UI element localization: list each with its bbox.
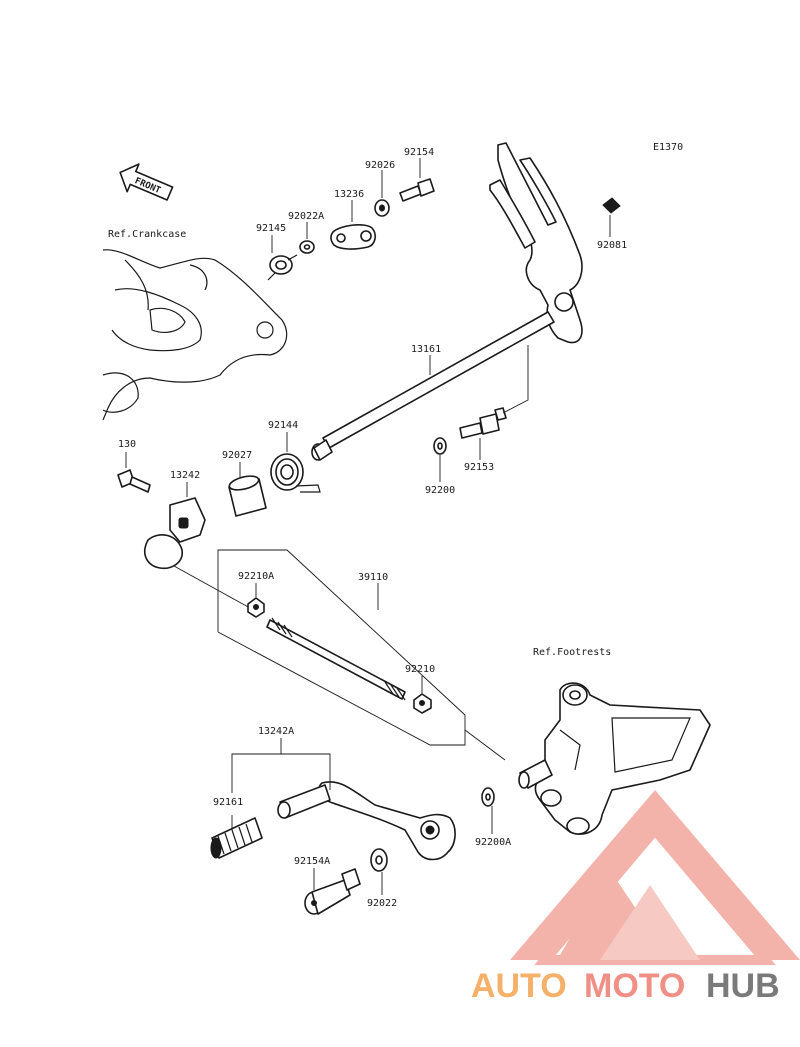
ref-crankcase: Ref.Crankcase (108, 229, 186, 240)
crankcase-outline (102, 249, 288, 421)
svg-text:92026: 92026 (365, 160, 395, 171)
svg-text:92161: 92161 (213, 797, 243, 808)
svg-text:92027: 92027 (222, 450, 252, 461)
part-92154: 92154 (399, 147, 435, 202)
shift-arm (489, 142, 583, 344)
svg-text:13242A: 13242A (258, 726, 294, 737)
part-92022: 92022 (367, 848, 397, 909)
svg-text:92154: 92154 (404, 147, 434, 158)
svg-text:130: 130 (118, 439, 136, 450)
svg-text:92210A: 92210A (238, 571, 274, 582)
diagram-code: E1370 (653, 142, 683, 153)
part-13236: 13236 (330, 189, 377, 250)
ref-footrests: Ref.Footrests (533, 647, 611, 658)
svg-text:92200A: 92200A (475, 837, 511, 848)
svg-text:92153: 92153 (464, 462, 494, 473)
svg-text:92144: 92144 (268, 420, 298, 431)
svg-text:92022A: 92022A (288, 211, 324, 222)
watermark-text: AUTO MOTO HUB (471, 967, 780, 1005)
part-13161: 13161 (311, 311, 555, 461)
part-92027: 92027 (222, 450, 267, 517)
svg-text:13242: 13242 (170, 470, 200, 481)
part-92026: 92026 (365, 160, 395, 217)
svg-text:HUB: HUB (706, 967, 780, 1005)
part-130: 130 (117, 439, 151, 493)
svg-text:92200: 92200 (425, 485, 455, 496)
svg-text:39110: 39110 (358, 572, 388, 583)
svg-text:13236: 13236 (334, 189, 364, 200)
part-92153: 92153 (459, 345, 529, 473)
part-92145: 92145 (256, 223, 298, 281)
svg-text:92081: 92081 (597, 240, 627, 251)
part-92081: 92081 (597, 197, 627, 251)
part-13242: 13242 (144, 470, 206, 570)
tie-rod-group: 39110 (173, 549, 506, 761)
part-92200A: 92200A (475, 759, 553, 848)
part-92022A: 92022A (288, 211, 324, 254)
part-13242A: 13242A (231, 726, 456, 861)
svg-text:92154A: 92154A (294, 856, 330, 867)
part-92210A: 92210A (238, 571, 274, 618)
svg-text:92145: 92145 (256, 223, 286, 234)
svg-text:92210: 92210 (405, 664, 435, 675)
part-92210: 92210 (405, 664, 435, 714)
part-92161: 92161 (210, 762, 263, 859)
svg-text:13161: 13161 (411, 344, 441, 355)
footrest-bracket (534, 682, 711, 835)
part-92200: 92200 (425, 437, 455, 496)
watermark-logo (510, 790, 800, 965)
svg-text:92022: 92022 (367, 898, 397, 909)
tie-rod (266, 617, 406, 701)
part-92154A: 92154A (294, 856, 361, 915)
front-arrow-icon: FRONT (119, 163, 174, 201)
svg-text:MOTO: MOTO (584, 967, 685, 1005)
part-92144: 92144 (268, 420, 321, 493)
svg-text:AUTO: AUTO (471, 967, 567, 1005)
